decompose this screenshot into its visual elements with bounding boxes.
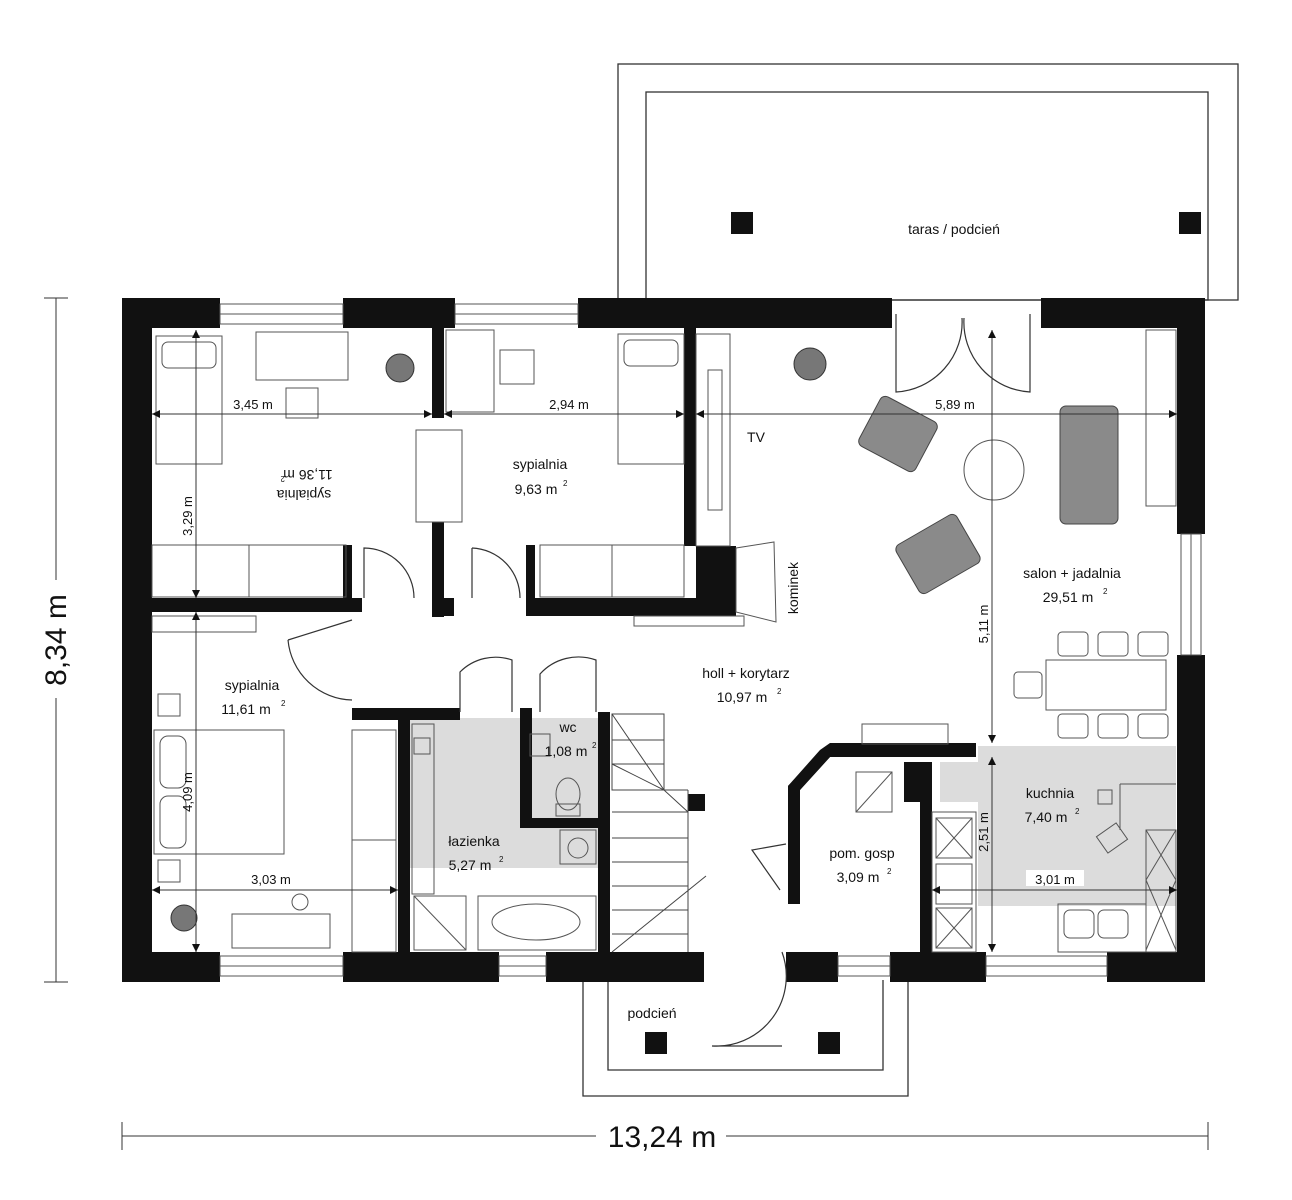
plant-icon [385,353,415,383]
area-unit-sup: 2 [1075,807,1080,816]
room-labels: sypialnia 11,36 m 2 sypialnia 9,63 m 2 s… [221,221,1121,1021]
porch-pillar-right [818,1032,840,1054]
dim-kitchen-height: 2,51 m [976,812,991,852]
room-utility-name: pom. gosp [829,845,895,861]
room-bedroom-bottom-left-area: 11,61 m [221,701,271,717]
room-bathroom-area: 5,27 m [449,857,492,873]
room-living-name: salon + jadalnia [1023,565,1121,581]
room-wc-name: wc [558,719,576,735]
terrace [617,63,1239,301]
dim-living-width: 5,89 m [935,397,975,412]
porch-label: podcień [627,1005,676,1021]
dimension-labels: 3,45 m 2,94 m 5,89 m 3,29 m 4,09 m 3,03 … [36,396,1084,1154]
room-area: 11,36 m [283,467,333,483]
room-bedroom-top-mid-name: sypialnia [513,456,568,472]
room-hall-name: holl + korytarz [702,665,790,681]
area-unit-sup: 2 [280,474,285,483]
area-unit-sup: 2 [281,699,286,708]
room-name: sypialnia [277,487,332,503]
terrace-pillar-right [1179,212,1201,234]
tv-label: TV [747,429,766,445]
windows [219,303,1202,977]
area-unit-sup: 2 [887,867,892,876]
room-wc-area: 1,08 m [545,743,588,759]
stairs [611,713,707,953]
area-unit-sup: 2 [499,855,504,864]
dim-bed1-width: 3,45 m [233,397,273,412]
interior-walls [152,298,976,952]
exterior-walls [122,298,1205,982]
fireplace-label: kominek [785,561,801,614]
wet-floors [409,718,1176,906]
area-unit-sup: 2 [592,741,597,750]
plant-icon [793,347,827,381]
room-living-area: 29,51 m [1043,589,1094,605]
dim-overall-width: 13,24 m [608,1121,716,1154]
dimension-lines [44,297,1209,1150]
utility-chamfer-wall-outer [788,748,830,800]
dim-bed1-height: 3,29 m [180,496,195,536]
living-seating [858,395,1119,595]
furniture [151,329,1177,953]
room-bedroom-bottom-left-name: sypialnia [225,677,280,693]
room-bathroom-name: łazienka [448,833,500,849]
area-unit-sup: 2 [563,479,568,488]
plant-icons [170,347,827,932]
dim-bed3-height: 4,09 m [180,772,195,812]
room-hall-area: 10,97 m [717,689,768,705]
dim-living-height: 5,11 m [976,605,991,644]
terrace-label: taras / podcień [908,221,1000,237]
porch-pillar-left [645,1032,667,1054]
dimension-arrows [152,330,1177,952]
dim-bed2-width: 2,94 m [549,397,589,412]
area-unit-sup: 2 [1103,587,1108,596]
room-kitchen-area: 7,40 m [1025,809,1068,825]
room-bedroom-top-mid-area: 9,63 m [515,481,558,497]
terrace-pillar-left [731,212,753,234]
porch [582,980,909,1097]
doors [287,314,1031,1047]
room-utility-area: 3,09 m [837,869,880,885]
plant-icon [170,904,198,932]
room-kitchen-name: kuchnia [1026,785,1074,801]
dim-overall-height: 8,34 m [40,594,73,686]
dim-kitchen-width: 3,01 m [1035,872,1075,887]
room-bedroom-top-left: sypialnia 11,36 m 2 [277,467,333,503]
dim-bed3-width: 3,03 m [251,872,291,887]
area-unit-sup: 2 [777,687,782,696]
